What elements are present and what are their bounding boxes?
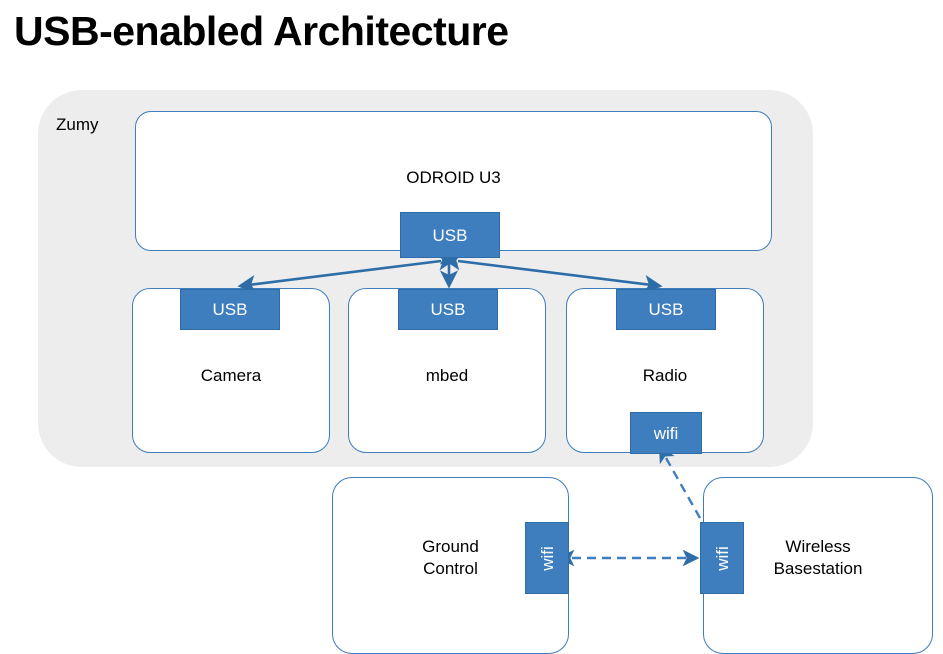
node-wireless-basestation-label: Wireless Basestation: [773, 537, 863, 578]
node-radio-label: Radio: [642, 366, 688, 385]
port-ground-control-wifi[interactable]: wifi: [525, 522, 569, 594]
zumy-enclosure-label: Zumy: [56, 115, 99, 134]
node-mbed[interactable]: mbed: [348, 288, 546, 453]
port-odroid-usb[interactable]: USB: [400, 212, 500, 258]
port-mbed-usb-label: USB: [430, 300, 466, 319]
port-camera-usb[interactable]: USB: [180, 289, 280, 330]
node-camera-label: Camera: [200, 366, 262, 385]
port-basestation-wifi[interactable]: wifi: [700, 522, 744, 594]
port-radio-usb[interactable]: USB: [616, 289, 716, 330]
port-basestation-wifi-label: wifi: [712, 545, 732, 571]
port-odroid-usb-label: USB: [432, 225, 468, 245]
page-title: USB-enabled Architecture: [14, 8, 509, 54]
node-mbed-label: mbed: [425, 366, 469, 385]
port-mbed-usb[interactable]: USB: [398, 289, 498, 330]
port-radio-usb-label: USB: [648, 300, 684, 319]
port-ground-control-wifi-label: wifi: [537, 545, 557, 571]
node-odroid-u3-label: ODROID U3: [406, 168, 501, 187]
port-camera-usb-label: USB: [212, 300, 248, 319]
port-radio-wifi-label: wifi: [653, 423, 679, 443]
port-radio-wifi[interactable]: wifi: [630, 412, 702, 454]
node-ground-control-label: Ground Control: [422, 537, 479, 578]
